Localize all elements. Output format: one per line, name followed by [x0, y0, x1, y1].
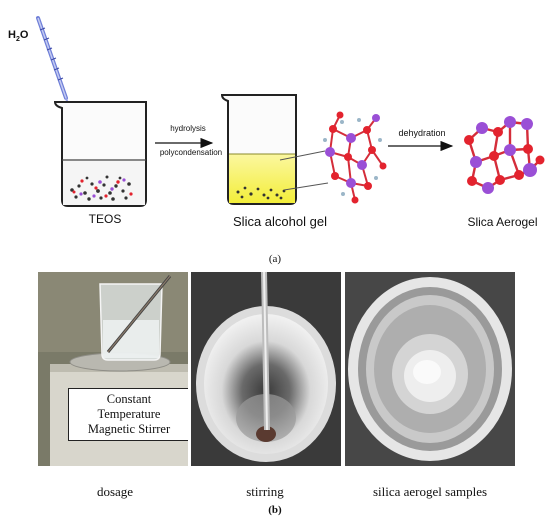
- aerogel-label: Slica Aerogel: [467, 215, 538, 229]
- gel-network-molecule-icon: [323, 111, 387, 204]
- arrow1-label-line2: polycondensation: [159, 148, 223, 157]
- synthesis-scheme: [36, 16, 545, 207]
- gel-label: Slica alcohol gel: [233, 214, 327, 229]
- panel-b-caption: (b): [268, 504, 282, 516]
- stirrer-label-line2: Temperature: [97, 407, 161, 421]
- stirrer-label-line1: Constant: [106, 392, 152, 406]
- teos-label: TEOS: [88, 212, 122, 226]
- stirrer-label-line3: Magnetic Stirrer: [87, 422, 171, 436]
- panel-a: H2O hydrolysis polycondensation dehydrat…: [8, 16, 545, 265]
- stirring-photo: [191, 272, 341, 466]
- pointer-line-upper: [279, 150, 326, 161]
- arrow1-label-line1: hydrolysis: [170, 124, 206, 133]
- gel-beaker-icon: [220, 94, 297, 205]
- panel-a-caption: (a): [268, 253, 282, 265]
- water-label: H2O: [8, 29, 29, 44]
- pointer-line-lower: [283, 182, 329, 191]
- teos-particles: [70, 175, 131, 201]
- teos-beaker-icon: [53, 101, 147, 207]
- aerogel-samples-photo: [345, 272, 515, 466]
- aerogel-molecule-icon: [464, 116, 545, 194]
- arrow2-label: dehydration: [398, 128, 446, 138]
- stirrer-label-box: Constant Temperature Magnetic Stirrer: [68, 388, 188, 441]
- panel-b: Constant Temperature Magnetic Stirrer: [0, 270, 550, 520]
- dosage-caption: dosage: [96, 484, 134, 499]
- aerogel-samples-caption: silica aerogel samples: [372, 484, 488, 499]
- pipette-icon: [36, 16, 72, 114]
- stirring-caption: stirring: [246, 484, 284, 499]
- dosage-photo: Constant Temperature Magnetic Stirrer: [38, 272, 188, 466]
